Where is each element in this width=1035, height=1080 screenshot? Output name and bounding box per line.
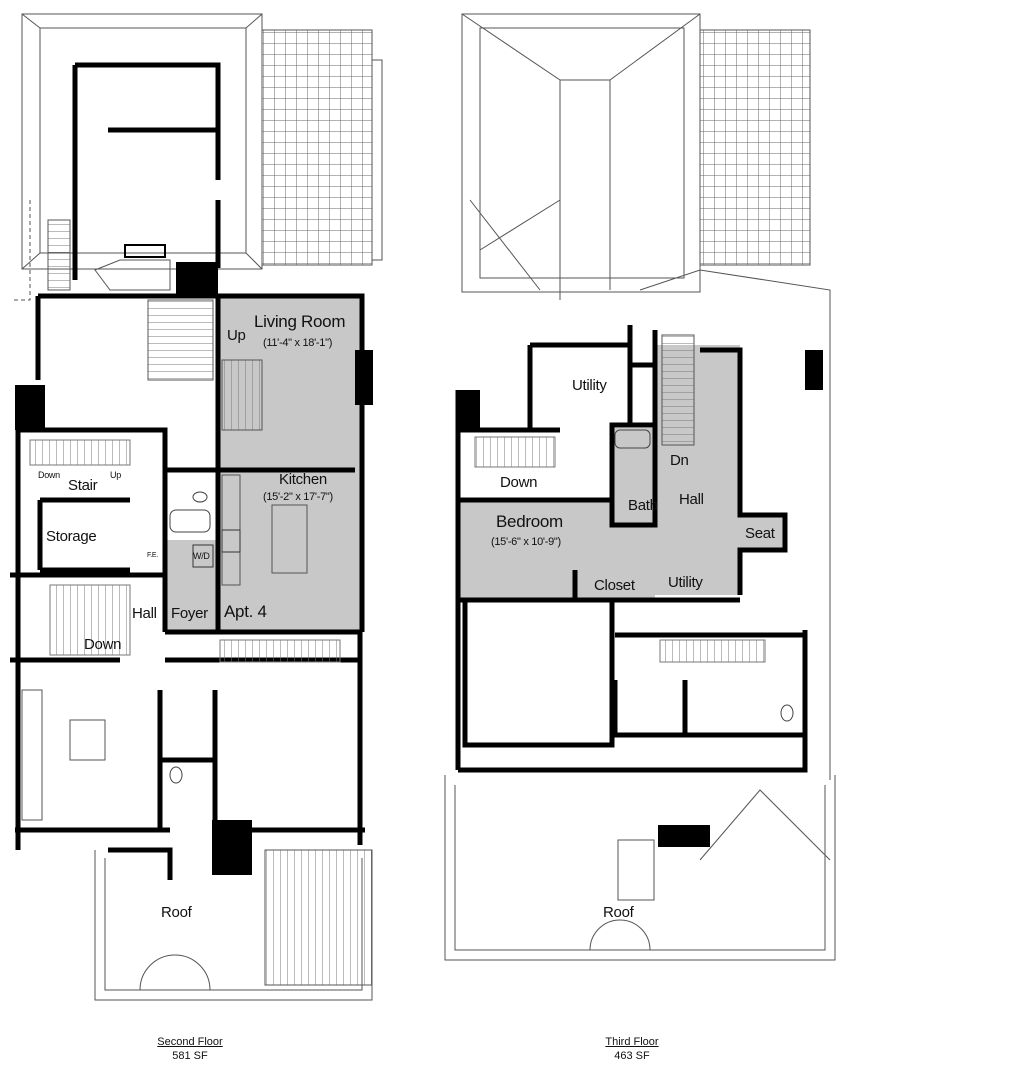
stair-down-label: Down (38, 470, 60, 480)
caption-third-floor: Third Floor 463 SF (572, 1035, 692, 1063)
room-label-bath: Bath (628, 497, 658, 514)
room-label-stair: Stair (68, 477, 98, 494)
room-label-roof-third: Roof (603, 904, 634, 921)
room-label-roof-second: Roof (161, 904, 192, 921)
fire-extinguisher-label: F.E. (147, 552, 158, 559)
second-floor-area: 581 SF (172, 1050, 208, 1062)
second-floor-plan (10, 13, 383, 1001)
room-label-hall: Hall (132, 605, 157, 622)
dn-label: Dn (670, 452, 689, 469)
room-dims-living-room: (11'-4" x 18'-1") (263, 337, 333, 349)
third-floor-title: Third Floor (605, 1036, 659, 1048)
room-label-closet: Closet (594, 577, 635, 594)
room-label-bedroom: Bedroom (496, 512, 563, 531)
room-label-hall-third: Hall (679, 491, 704, 508)
room-label-utility-bottom: Utility (668, 574, 703, 591)
room-label-seat: Seat (745, 525, 775, 542)
apt-4-highlight (165, 296, 360, 632)
down-label: Down (500, 474, 538, 491)
washer-dryer-label: W/D (193, 551, 210, 561)
caption-second-floor: Second Floor 581 SF (130, 1035, 250, 1063)
stair-up-small-label: Up (110, 470, 121, 480)
room-label-kitchen: Kitchen (279, 471, 327, 488)
room-label-apt-4: Apt. 4 (224, 602, 267, 621)
room-label-foyer: Foyer (171, 605, 208, 622)
room-dims-bedroom: (15'-6" x 10'-9") (491, 536, 561, 548)
third-floor-plan (444, 13, 836, 961)
room-label-storage: Storage (46, 528, 97, 545)
third-floor-area: 463 SF (614, 1050, 650, 1062)
hall-down-label: Down (84, 636, 122, 653)
room-dims-kitchen: (15'-2" x 17'-7") (263, 491, 333, 503)
stair-up-label: Up (227, 327, 246, 344)
room-label-utility-top: Utility (572, 377, 607, 394)
room-label-living-room: Living Room (254, 312, 346, 331)
second-floor-title: Second Floor (157, 1036, 223, 1048)
